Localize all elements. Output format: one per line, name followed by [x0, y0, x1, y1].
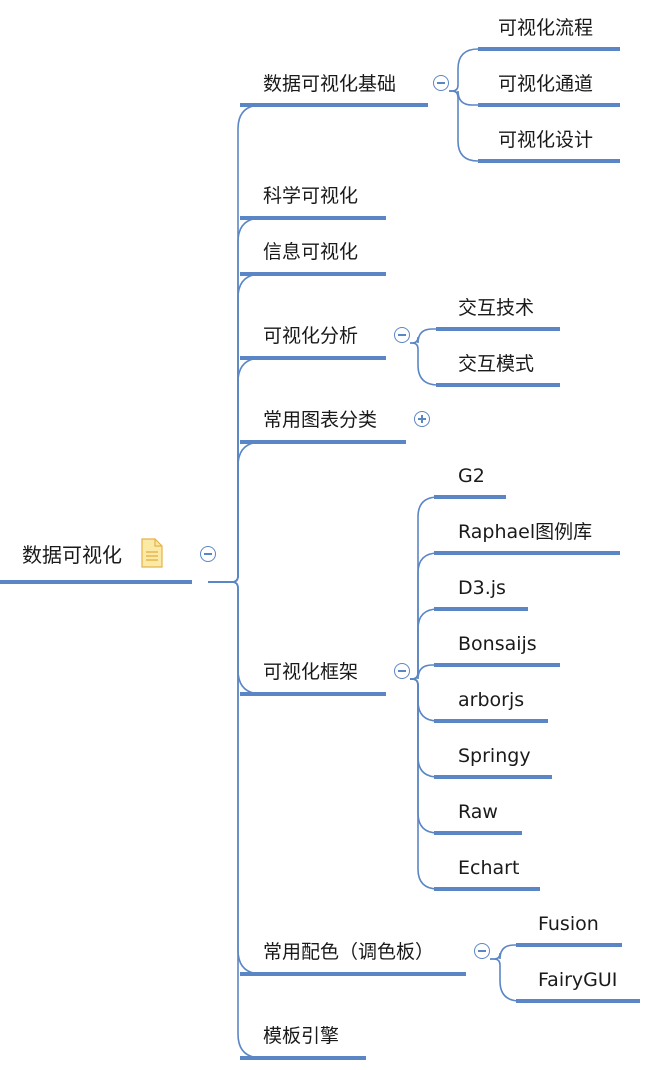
- topic-basics[interactable]: 数据可视化基础: [263, 73, 397, 95]
- frameworks-collapse-button[interactable]: [394, 663, 410, 679]
- branch-2-7: [410, 678, 439, 890]
- subtopic-bonsaijs[interactable]: Bonsaijs: [458, 633, 537, 655]
- root-collapse-button[interactable]: [200, 546, 216, 562]
- branch-root-to-topic-3: [208, 357, 263, 583]
- topic-frameworks[interactable]: 可视化框架: [263, 661, 359, 683]
- subtopic-vis-design[interactable]: 可视化设计: [498, 129, 594, 151]
- branch-3-1: [490, 958, 521, 1002]
- topic-info-vis[interactable]: 信息可视化: [263, 241, 359, 263]
- subtopic-fusion[interactable]: Fusion: [538, 913, 599, 935]
- subtopic-interaction-tech[interactable]: 交互技术: [458, 297, 535, 319]
- branch-root-to-topic-2: [208, 273, 263, 583]
- topic-template-engine[interactable]: 模板引擎: [263, 1025, 340, 1047]
- subtopic-springy[interactable]: Springy: [458, 745, 531, 767]
- subtopic-vis-process[interactable]: 可视化流程: [498, 17, 594, 39]
- branch-root-to-topic-0: [208, 104, 263, 583]
- note-icon[interactable]: [140, 538, 164, 568]
- branch-2-3: [410, 664, 434, 680]
- branch-root-to-topic-7: [208, 581, 263, 1059]
- branch-root-to-topic-4: [208, 441, 263, 583]
- topic-color-palettes[interactable]: 常用配色（调色板）: [263, 941, 435, 963]
- topic-chart-types[interactable]: 常用图表分类: [263, 409, 378, 431]
- branch-2-6: [410, 678, 439, 834]
- branch-2-1: [410, 552, 439, 680]
- subtopic-g2[interactable]: G2: [458, 465, 485, 487]
- branch-root-to-topic-5: [208, 581, 263, 695]
- branch-2-5: [410, 678, 439, 778]
- subtopic-raw[interactable]: Raw: [458, 801, 498, 823]
- subtopic-raphael[interactable]: Raphael图例库: [458, 521, 593, 543]
- topic-scientific-vis[interactable]: 科学可视化: [263, 185, 359, 207]
- branch-2-0: [410, 496, 439, 680]
- chart-types-expand-button[interactable]: [414, 411, 430, 427]
- branch-0-1: [449, 90, 478, 106]
- palettes-collapse-button[interactable]: [474, 943, 490, 959]
- subtopic-interaction-mode[interactable]: 交互模式: [458, 353, 535, 375]
- branch-3-0: [490, 944, 516, 960]
- branch-1-1: [410, 342, 439, 386]
- branch-1-0: [410, 328, 436, 344]
- root-topic[interactable]: 数据可视化: [22, 543, 122, 567]
- subtopic-vis-channel[interactable]: 可视化通道: [498, 73, 594, 95]
- branch-2-4: [410, 678, 439, 722]
- subtopic-arborjs[interactable]: arborjs: [458, 689, 525, 711]
- branch-0-0: [449, 48, 479, 92]
- subtopic-fairygui[interactable]: FairyGUI: [538, 969, 618, 991]
- branch-2-2: [410, 608, 439, 680]
- branch-0-2: [449, 90, 479, 162]
- vis-analysis-collapse-button[interactable]: [394, 327, 410, 343]
- topic-vis-analysis[interactable]: 可视化分析: [263, 325, 359, 347]
- branch-root-to-topic-6: [208, 581, 263, 975]
- basics-collapse-button[interactable]: [433, 75, 449, 91]
- subtopic-echart[interactable]: Echart: [458, 857, 520, 879]
- subtopic-d3js[interactable]: D3.js: [458, 577, 506, 599]
